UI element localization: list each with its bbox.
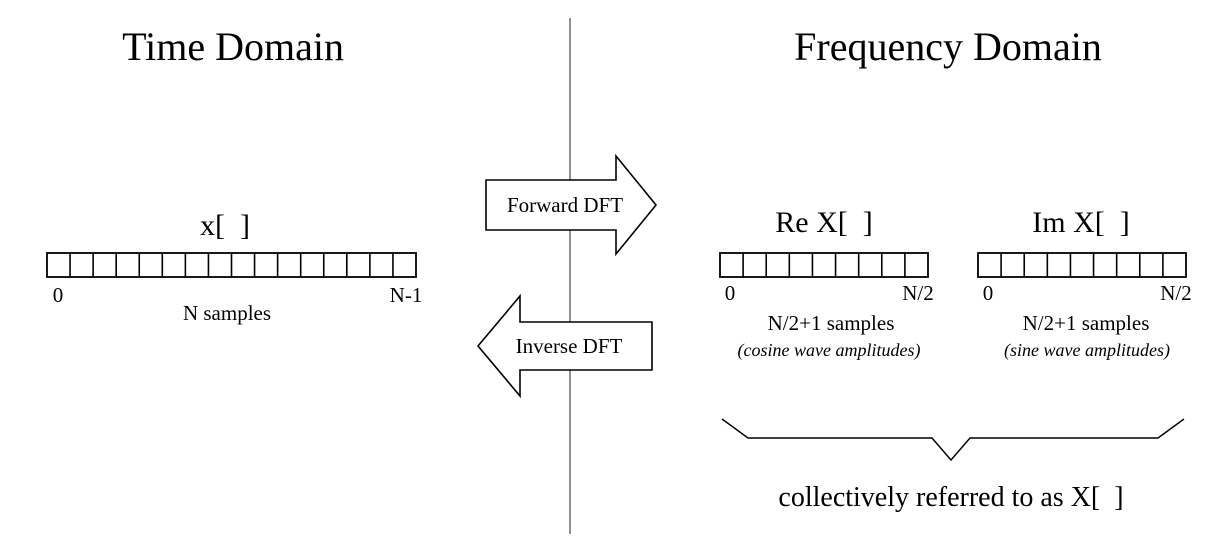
imag-description: (sine wave amplitudes) — [1004, 340, 1170, 361]
brace-label: collectively referred to as X[ ] — [778, 482, 1123, 513]
grouping-brace — [721, 418, 1185, 462]
real-description: (cosine wave amplitudes) — [738, 340, 921, 361]
array-outline — [977, 252, 1187, 278]
real-index-end: N/2 — [902, 281, 934, 305]
array-outline — [719, 252, 929, 278]
time-index-end: N-1 — [390, 283, 423, 307]
time-array-label: x[ ] — [200, 209, 250, 242]
imag-sample-array — [977, 252, 1187, 278]
imag-sample-count: N/2+1 samples — [1023, 311, 1150, 335]
time-domain-heading: Time Domain — [122, 24, 344, 69]
inverse-dft-arrow — [476, 293, 653, 399]
imag-index-start: 0 — [983, 281, 994, 305]
imag-array-label: Im X[ ] — [1032, 206, 1129, 239]
time-index-start: 0 — [53, 283, 64, 307]
frequency-domain-heading: Frequency Domain — [794, 24, 1102, 69]
real-sample-array — [719, 252, 929, 278]
time-sample-array — [46, 252, 417, 278]
time-sample-count: N samples — [183, 301, 271, 325]
forward-dft-label: Forward DFT — [507, 193, 623, 217]
real-sample-count: N/2+1 samples — [768, 311, 895, 335]
forward-dft-arrow — [485, 153, 658, 257]
inverse-dft-label: Inverse DFT — [516, 334, 623, 358]
real-array-label: Re X[ ] — [775, 206, 872, 239]
imag-index-end: N/2 — [1160, 281, 1192, 305]
real-index-start: 0 — [725, 281, 736, 305]
